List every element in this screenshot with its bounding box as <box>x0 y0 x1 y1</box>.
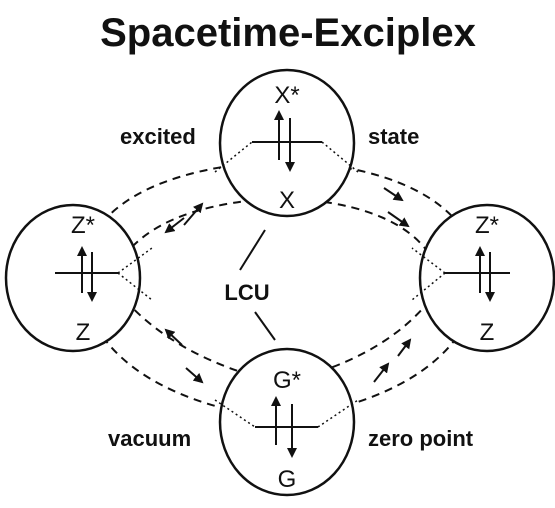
node-right-upper-label: Z* <box>475 212 499 239</box>
node-left-lower-label: Z <box>76 319 91 346</box>
label-state: state <box>368 124 419 149</box>
node-right-lower-label: Z <box>480 319 495 346</box>
node-left-z: Z* Z <box>4 203 153 353</box>
lcu-connectors <box>239 229 276 341</box>
node-right-z: Z* Z <box>411 203 555 353</box>
label-lcu: LCU <box>224 280 269 305</box>
node-top-lower-label: X <box>279 187 295 214</box>
node-left-upper-label: Z* <box>71 212 95 239</box>
node-top-upper-label: X* <box>274 82 299 109</box>
node-bottom-upper-label: G* <box>273 367 301 394</box>
label-vacuum: vacuum <box>108 426 191 451</box>
double-arrow-lower-right <box>373 338 412 383</box>
transition-arrows <box>164 187 412 384</box>
double-arrow-upper-right <box>383 187 410 228</box>
node-bottom-g: G* G <box>214 347 359 497</box>
node-top-x: X* X <box>214 68 359 218</box>
label-excited: excited <box>120 124 196 149</box>
double-arrow-lower-left <box>164 328 204 384</box>
diagram-title: Spacetime-Exciplex <box>100 11 476 55</box>
double-arrow-upper-left <box>164 202 204 234</box>
node-bottom-lower-label: G <box>278 466 297 493</box>
label-zero-point: zero point <box>368 426 474 451</box>
